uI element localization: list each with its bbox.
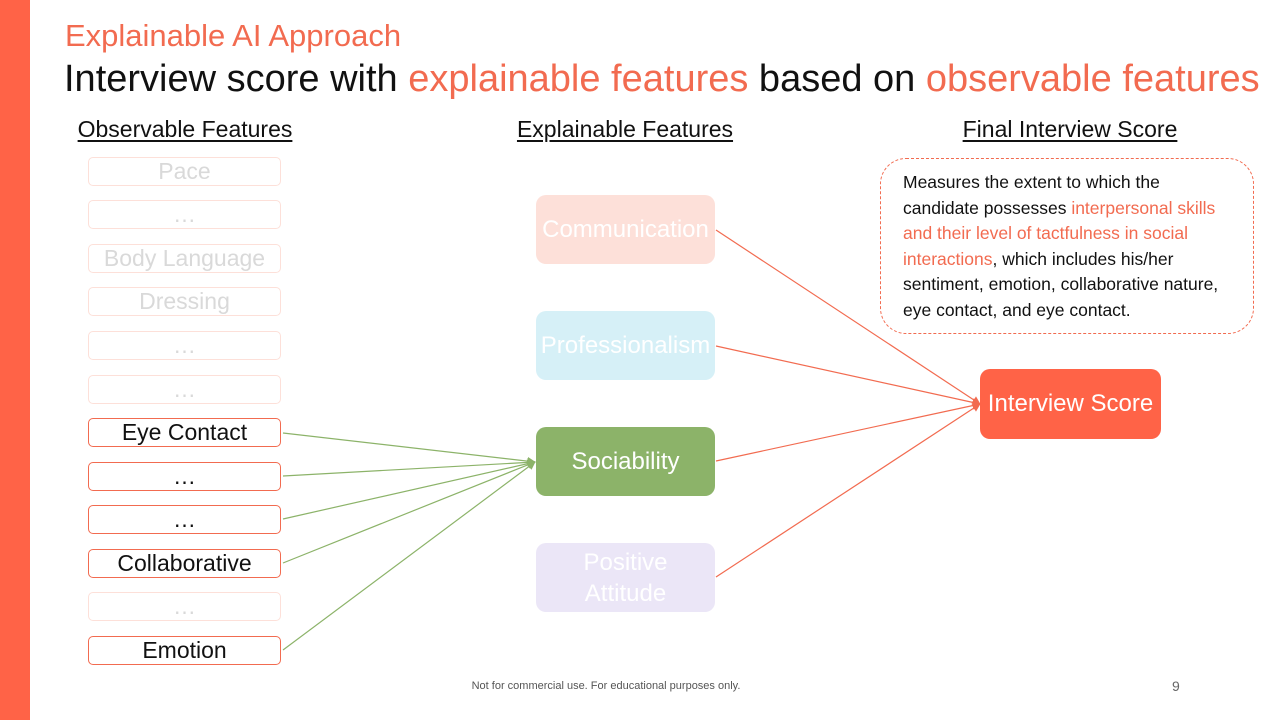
arrow-positive-attitude-to-score (715, 403, 981, 578)
observable-feature-ellipsis: … (88, 505, 281, 534)
observable-feature-label: … (173, 463, 196, 489)
page-number: 9 (1172, 678, 1180, 694)
description-text-1: Measures the extent to which the candida… (903, 172, 1160, 218)
sociability-description-callout: Measures the extent to which the candida… (880, 158, 1254, 334)
arrow-eye-contact-to-sociability (282, 432, 536, 466)
description-text-2: , which includes his/her sentiment, emot… (903, 248, 1219, 320)
accent-bar (0, 0, 30, 720)
explainable-features-heading: Explainable Features (516, 116, 734, 142)
title-part-1: Interview score with (64, 58, 409, 100)
observable-feature-label: Pace (158, 158, 211, 184)
arrow-item8-to-sociability (282, 458, 536, 477)
observable-feature-collaborative: Collaborative (88, 549, 281, 578)
explainable-feature-label: Positive Attitude (583, 548, 668, 607)
observable-feature-emotion: Emotion (88, 636, 281, 665)
arrow-sociability-to-score (715, 401, 981, 462)
observable-features-heading: Observable Features (77, 116, 293, 142)
title-highlight-1: explainable features (408, 58, 749, 100)
observable-feature-label: Collaborative (117, 550, 252, 576)
observable-feature-label: Dressing (139, 288, 230, 314)
explainable-feature-professionalism: Professionalism (536, 311, 715, 380)
observable-feature-label: Body Language (103, 245, 266, 271)
observable-feature-label: … (173, 593, 196, 619)
observable-feature-label: … (173, 506, 196, 532)
observable-feature-label: … (173, 376, 196, 402)
arrow-communication-to-score (715, 229, 981, 405)
observable-feature-ellipsis: … (88, 200, 281, 229)
observable-feature-label: Eye Contact (121, 419, 248, 445)
title-highlight-2: observable features (925, 58, 1260, 100)
arrow-item9-to-sociability (282, 459, 536, 520)
observable-feature-label: Emotion (142, 637, 227, 663)
final-score-heading: Final Interview Score (962, 116, 1178, 142)
explainable-feature-label: Professionalism (540, 332, 711, 359)
observable-feature-ellipsis: … (88, 592, 281, 621)
explainable-feature-sociability: Sociability (536, 427, 715, 496)
arrow-professionalism-to-score (715, 345, 981, 407)
title-part-2: based on (748, 58, 926, 100)
arrow-collaborative-to-sociability (282, 460, 536, 564)
red-arrows (715, 229, 981, 578)
observable-feature-body-language: Body Language (88, 244, 281, 273)
explainable-feature-communication: Communication (536, 195, 715, 264)
explainable-feature-positive-attitude: Positive Attitude (536, 543, 715, 612)
observable-feature-ellipsis: … (88, 331, 281, 360)
slide-title: Interview score with explainable feature… (64, 58, 1260, 101)
observable-feature-ellipsis: … (88, 375, 281, 404)
slide-subtitle: Explainable AI Approach (65, 18, 402, 53)
observable-feature-eye-contact: Eye Contact (88, 418, 281, 447)
footer-disclaimer: Not for commercial use. For educational … (471, 680, 741, 692)
explainable-feature-label: Sociability (571, 448, 680, 475)
interview-score-label: Interview Score (987, 390, 1154, 417)
interview-score-box: Interview Score (980, 369, 1161, 439)
green-arrows (282, 432, 536, 651)
description-highlight: interpersonal skills and their level of … (903, 197, 1216, 269)
observable-feature-label: … (173, 332, 196, 358)
observable-feature-pace: Pace (88, 157, 281, 186)
observable-feature-label: … (173, 201, 196, 227)
observable-feature-ellipsis: … (88, 462, 281, 491)
arrow-emotion-to-sociability (282, 461, 536, 651)
observable-feature-dressing: Dressing (88, 287, 281, 316)
explainable-feature-label: Communication (542, 216, 709, 243)
